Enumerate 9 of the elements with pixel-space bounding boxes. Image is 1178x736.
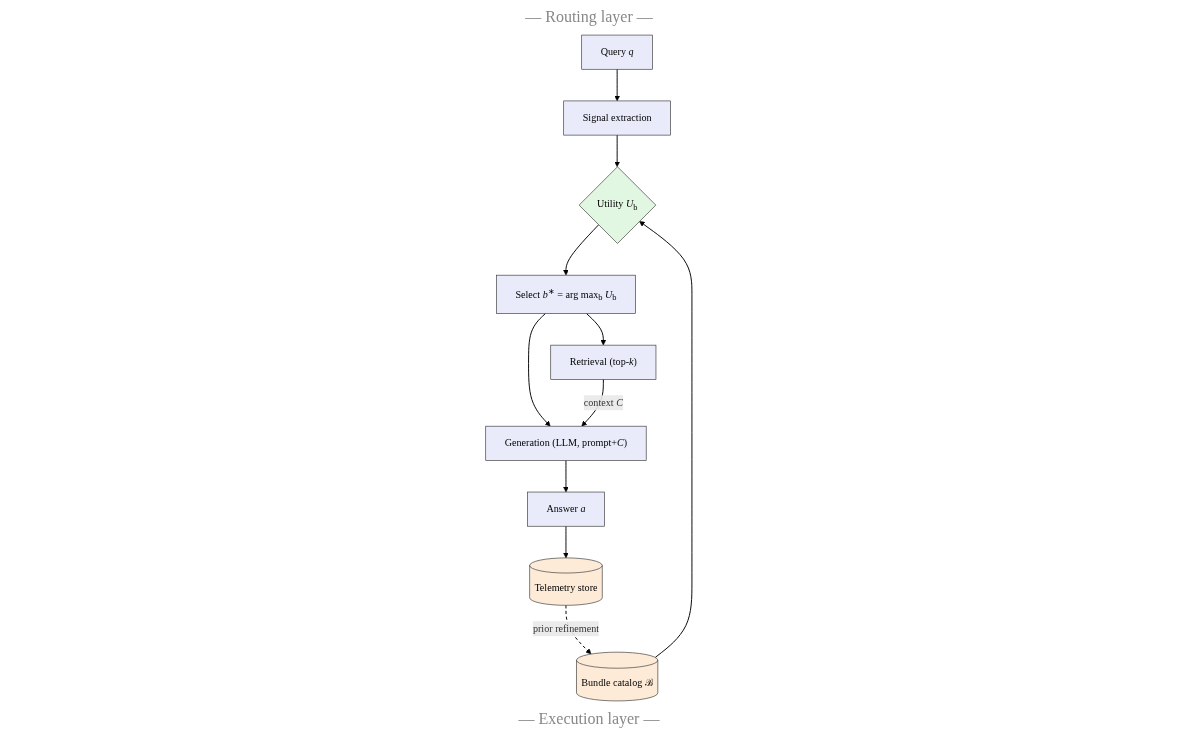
node-box: Answer a [527,491,605,527]
edge-label: prior refinement [533,623,600,634]
node-box: Generation (LLM, prompt+C) [485,425,647,461]
node-box: Retrieval (top-k) [550,344,657,380]
node-box: Select b$^{∗}$ = arg max$_{b}$ U$_{b}$ [496,274,636,314]
node-box: Signal extraction [563,100,672,136]
node-diamond: Utility U$_{b}$ [578,166,657,244]
edge-label: context C [583,397,624,408]
node-box: Query q [581,34,654,70]
